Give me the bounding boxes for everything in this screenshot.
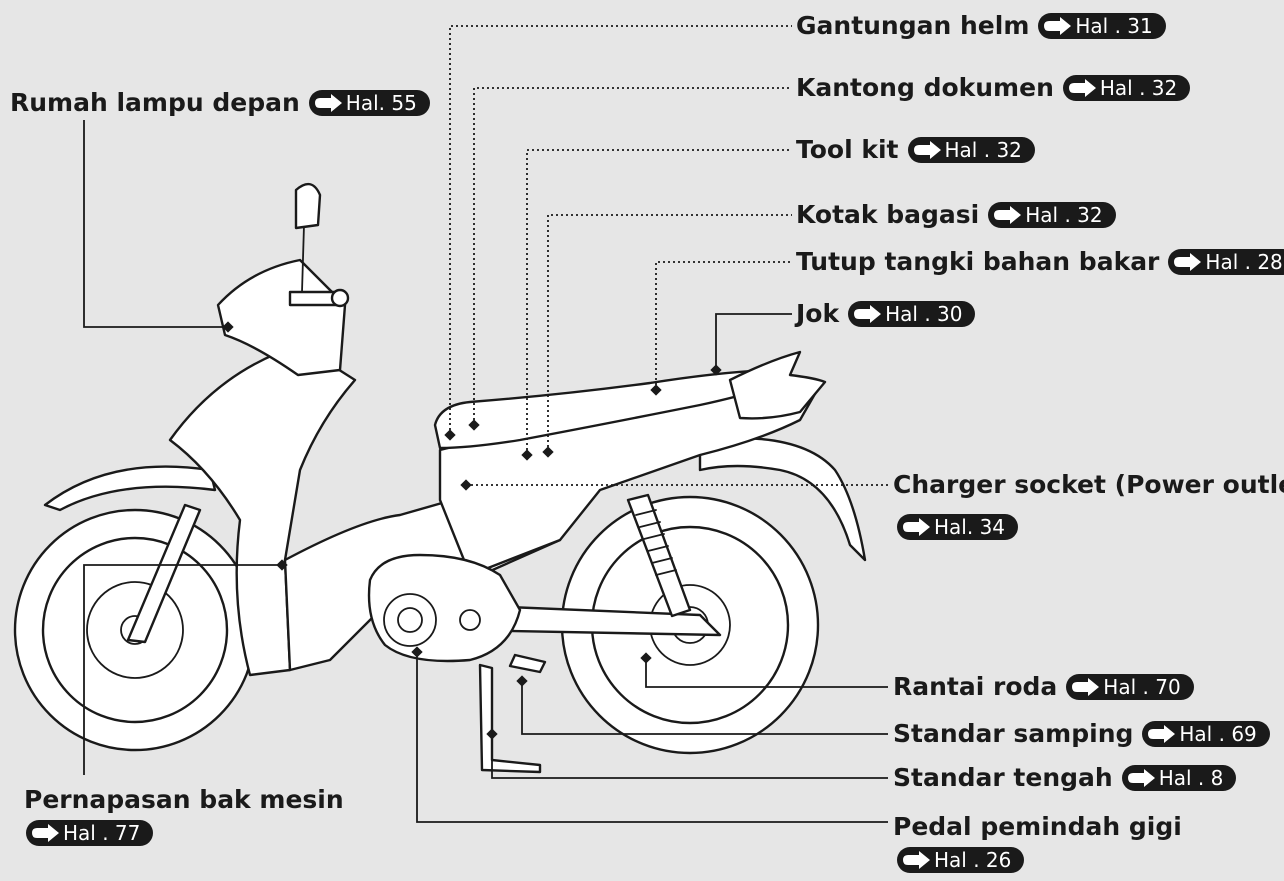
- page-ref-badge[interactable]: Hal . 28: [1168, 249, 1284, 275]
- page-ref-badge[interactable]: Hal. 55: [308, 90, 430, 116]
- headlight-cowl: [216, 258, 347, 377]
- center-stand: [478, 663, 542, 774]
- callout-pernapasan-mesin: Pernapasan bak mesin: [24, 785, 353, 815]
- front-fender: [43, 465, 217, 512]
- arrow-right-icon: [1072, 678, 1100, 696]
- handlebar-grip: [330, 288, 350, 308]
- callout-kantong-dokumen: Kantong dokumen Hal . 32: [796, 73, 1191, 103]
- mirror: [294, 182, 322, 230]
- arrow-right-icon: [994, 206, 1022, 224]
- leader-tool-kit: [526, 149, 792, 455]
- callout-label: Kotak bagasi: [796, 200, 980, 229]
- page-ref-badge[interactable]: Hal . 32: [988, 202, 1116, 228]
- rear-fender: [698, 436, 867, 562]
- callout-standar-samping: Standar samping Hal . 69: [893, 719, 1270, 749]
- callout-label: Pernapasan bak mesin: [24, 785, 344, 814]
- callout-charger-socket: Charger socket (Power outlet): [893, 470, 1284, 500]
- arrow-right-icon: [903, 851, 930, 869]
- page-ref-text: Hal . 69: [1179, 722, 1257, 746]
- page-ref-text: Hal . 30: [885, 302, 963, 326]
- callout-label: Charger socket (Power outlet): [893, 470, 1284, 499]
- page-ref-badge[interactable]: Hal . 70: [1066, 674, 1194, 700]
- page-ref-badge[interactable]: Hal . 32: [1062, 75, 1191, 101]
- callout-tool-kit: Tool kit Hal . 32: [796, 135, 1035, 165]
- leader-kantong-dokumen: [473, 87, 792, 425]
- leader-standar-samping: [521, 681, 888, 735]
- callout-gantungan-helm: Gantungan helm Hal . 31: [796, 11, 1166, 41]
- page-ref-text: Hal . 8: [1158, 766, 1224, 790]
- page-ref-badge[interactable]: Hal . 31: [1038, 13, 1166, 39]
- callout-rumah-lampu: Rumah lampu depan Hal. 55: [10, 88, 430, 118]
- page-ref-text: Hal . 32: [1099, 76, 1178, 100]
- leader-jok: [715, 313, 792, 370]
- leader-kotak-bagasi: [547, 214, 792, 452]
- arrow-right-icon: [1127, 769, 1155, 787]
- arrow-right-icon: [1044, 17, 1072, 35]
- callout-label: Gantungan helm: [796, 11, 1030, 40]
- page-ref-text: Hal. 34: [934, 515, 1006, 539]
- leader-pins: [222, 321, 722, 740]
- leader-rumah-lampu: [83, 120, 228, 328]
- page-ref-text: Hal . 28: [1205, 250, 1283, 274]
- page-ref-badge-pedal[interactable]: Hal . 26: [897, 847, 1025, 873]
- arrow-right-icon: [1068, 79, 1096, 97]
- callout-label: Pedal pemindah gigi: [893, 812, 1182, 841]
- page-ref-badge[interactable]: Hal . 69: [1142, 721, 1270, 747]
- page-ref-badge[interactable]: Hal . 32: [907, 137, 1035, 163]
- arrow-right-icon: [32, 824, 59, 842]
- page-ref-badge[interactable]: Hal . 8: [1121, 765, 1237, 791]
- leader-rantai-roda: [645, 658, 888, 688]
- front-fork: [126, 503, 202, 644]
- page-ref-text: Hal . 32: [944, 138, 1022, 162]
- callout-tutup-tangki: Tutup tangki bahan bakar Hal . 28: [796, 247, 1284, 277]
- callout-label: Standar tengah: [893, 763, 1113, 792]
- callout-label: Jok: [796, 299, 840, 328]
- callout-kotak-bagasi: Kotak bagasi Hal . 32: [796, 200, 1116, 230]
- callout-pedal-gigi: Pedal pemindah gigi: [893, 812, 1191, 842]
- callout-standar-tengah: Standar tengah Hal . 8: [893, 763, 1237, 793]
- callout-label: Rantai roda: [893, 672, 1058, 701]
- leader-standar-tengah: [491, 734, 888, 779]
- leader-pedal-gigi: [416, 652, 888, 823]
- page-ref-text: Hal . 32: [1025, 203, 1103, 227]
- callout-jok: Jok Hal . 30: [796, 299, 976, 329]
- shock-spring: [635, 509, 677, 576]
- page-ref-text: Hal . 31: [1075, 14, 1153, 38]
- page-ref-badge[interactable]: Hal . 30: [848, 301, 976, 327]
- engine: [367, 553, 522, 663]
- page-ref-badge-charger[interactable]: Hal. 34: [897, 514, 1019, 540]
- callout-label: Tutup tangki bahan bakar: [796, 247, 1160, 276]
- page-ref-text: Hal . 70: [1103, 675, 1181, 699]
- callout-label: Kantong dokumen: [796, 73, 1054, 102]
- callout-label: Standar samping: [893, 719, 1134, 748]
- mirror-stem: [301, 224, 305, 293]
- page-ref-text: Hal . 26: [934, 848, 1012, 872]
- page-ref-text: Hal . 77: [63, 821, 141, 845]
- callout-label: Tool kit: [796, 135, 899, 164]
- page-ref-text: Hal. 55: [345, 91, 417, 115]
- arrow-right-icon: [1174, 253, 1202, 271]
- arrow-right-icon: [1148, 725, 1176, 743]
- page-ref-badge-pernapasan[interactable]: Hal . 77: [26, 820, 154, 846]
- side-stand: [508, 653, 547, 674]
- callout-label: Rumah lampu depan: [10, 88, 300, 117]
- tail-section: [728, 350, 827, 420]
- arrow-right-icon: [314, 94, 342, 112]
- leader-pernapasan: [83, 564, 282, 775]
- arrow-right-icon: [903, 518, 930, 536]
- callout-rantai-roda: Rantai roda Hal . 70: [893, 672, 1194, 702]
- arrow-right-icon: [913, 141, 941, 159]
- arrow-right-icon: [854, 305, 882, 323]
- leader-gantungan-helm: [449, 25, 792, 435]
- leader-lines: [83, 25, 888, 823]
